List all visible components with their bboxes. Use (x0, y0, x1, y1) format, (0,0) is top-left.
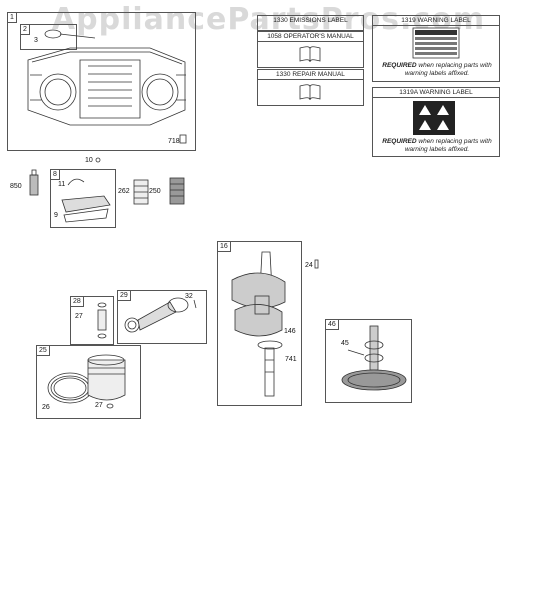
part-number-46: 46 (325, 319, 339, 330)
engine-block-box[interactable] (7, 12, 196, 151)
emissions-label-text: 1330 EMISSIONS LABEL (273, 17, 348, 24)
part-number-11: 11 (58, 181, 66, 188)
part-number-29: 29 (117, 290, 131, 301)
piston-pin-box[interactable] (70, 296, 114, 345)
warning-sticker-icon (412, 27, 460, 59)
emissions-label-box[interactable]: 1330 EMISSIONS LABEL (257, 15, 364, 31)
part-number-27-b: 27 (95, 402, 103, 409)
operators-manual-text: 1058 OPERATOR'S MANUAL (258, 32, 363, 42)
inset-box-2 (20, 24, 77, 50)
warning-label-text: 1319 WARNING LABEL (373, 16, 499, 26)
repair-manual-text: 1330 REPAIR MANUAL (258, 70, 363, 80)
part-number-32: 32 (185, 293, 193, 300)
part-number-16: 16 (217, 241, 231, 252)
part-number-2: 2 (20, 24, 30, 35)
part-number-9: 9 (54, 212, 58, 219)
part-number-10: 10 (85, 157, 93, 164)
part-number-250: 250 (149, 188, 161, 195)
part-number-1: 1 (7, 12, 17, 23)
crankshaft-box[interactable] (217, 241, 302, 406)
part-number-25: 25 (36, 345, 50, 356)
connecting-rod-box[interactable] (117, 290, 207, 344)
book-icon (299, 84, 321, 101)
warning-symbols-icon (413, 101, 455, 135)
part-number-27: 27 (75, 313, 83, 320)
required-note: REQUIRED when replacing parts with warni… (382, 138, 492, 153)
part-number-850: 850 (10, 183, 22, 190)
repair-manual-box[interactable]: 1330 REPAIR MANUAL (257, 69, 364, 106)
part-number-146: 146 (284, 328, 296, 335)
required-note: REQUIRED when replacing parts with warni… (382, 62, 492, 77)
operators-manual-box[interactable]: 1058 OPERATOR'S MANUAL (257, 31, 364, 68)
part-number-718: 718 (168, 138, 180, 145)
warning-label-box[interactable]: 1319 WARNING LABEL REQUIRED when replaci… (372, 15, 500, 82)
breather-kit-box[interactable] (50, 169, 116, 228)
piston-box[interactable] (36, 345, 141, 419)
part-number-28: 28 (70, 296, 84, 307)
part-number-262: 262 (118, 188, 130, 195)
part-number-24: 24 (305, 262, 313, 269)
part-number-741: 741 (285, 356, 297, 363)
part-number-45: 45 (341, 340, 349, 347)
warning-label-a-box[interactable]: 1319A WARNING LABEL REQUIRED when replac… (372, 87, 500, 157)
part-number-26: 26 (42, 404, 50, 411)
book-icon (299, 46, 321, 63)
camshaft-box[interactable] (325, 319, 412, 403)
warning-label-a-text: 1319A WARNING LABEL (373, 88, 499, 98)
part-number-3: 3 (34, 37, 38, 44)
part-number-8: 8 (50, 169, 60, 180)
